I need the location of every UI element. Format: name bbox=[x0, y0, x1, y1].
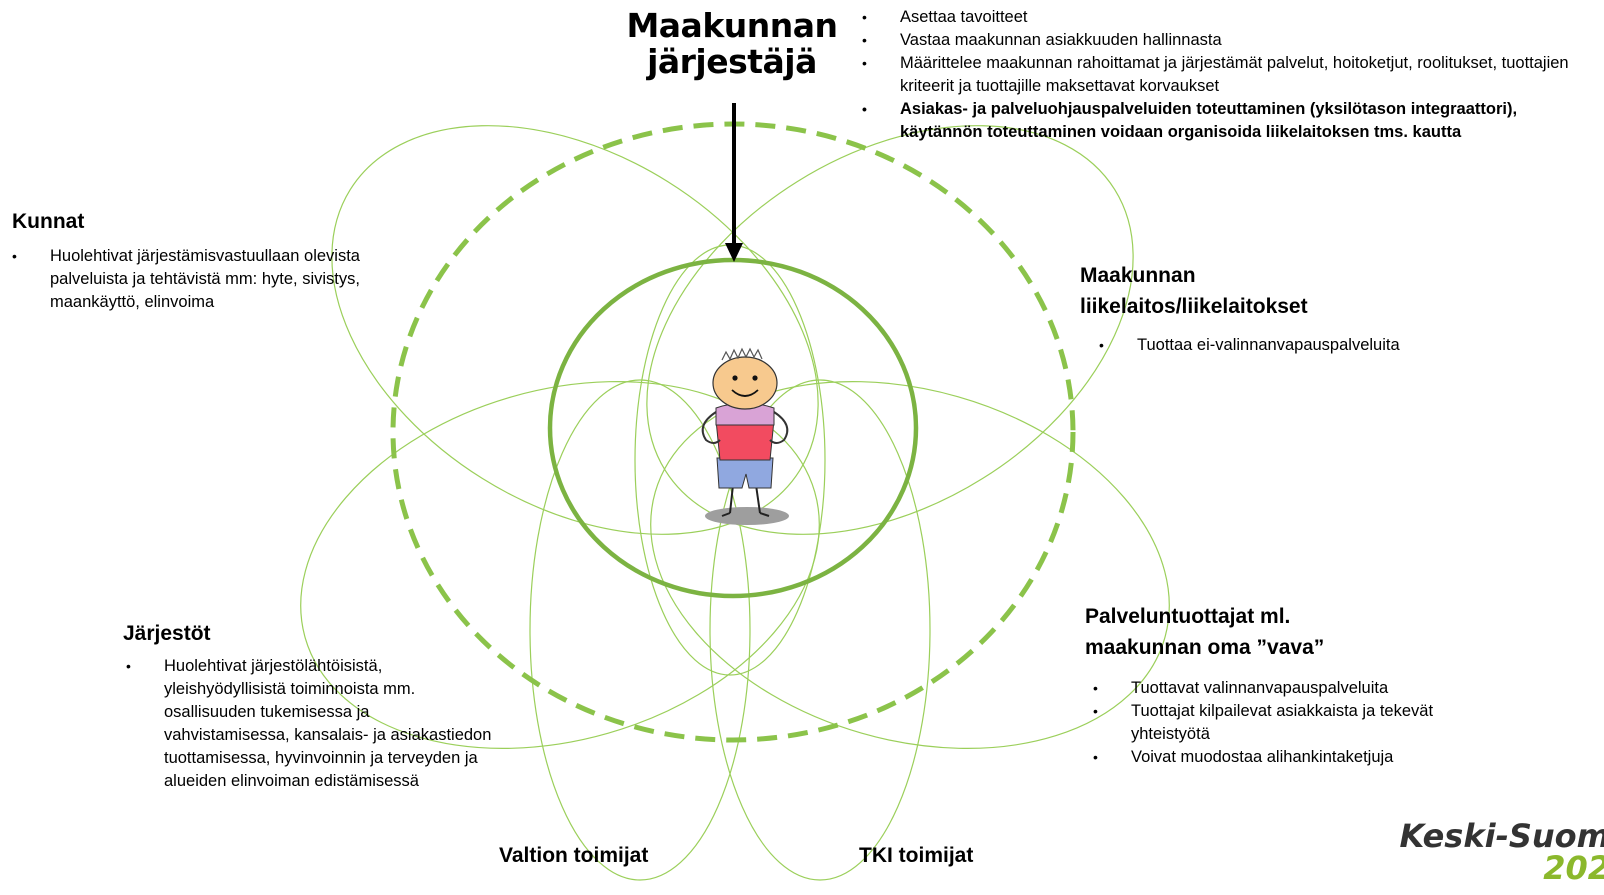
palveluntuottajat-bullet: Tuottajat kilpailevat asiakkaista ja tek… bbox=[1093, 700, 1461, 746]
jarjestot-bullet: Huolehtivat järjestölähtöisistä, yleishy… bbox=[126, 655, 494, 793]
child-figure-icon bbox=[701, 347, 789, 525]
top-bullet: Määrittelee maakunnan rahoittamat ja jär… bbox=[862, 52, 1600, 98]
liikelaitos-bullet: Tuottaa ei-valinnanvapauspalveluita bbox=[1099, 334, 1537, 357]
keski-suomi-logo: Keski-Suom 202 bbox=[1400, 820, 1604, 884]
palveluntuottajat-bullet-list: Tuottavat valinnanvapauspalveluita Tuott… bbox=[1093, 677, 1461, 769]
palveluntuottajat-bullet: Tuottavat valinnanvapauspalveluita bbox=[1093, 677, 1461, 700]
petal-ellipse-liikelaitos bbox=[646, 125, 1134, 535]
petal-ellipse-valtion bbox=[529, 379, 751, 881]
jarjestot-heading: Järjestöt bbox=[123, 622, 211, 645]
palveluntuottajat-heading-line1: Palveluntuottajat ml. bbox=[1085, 605, 1291, 628]
inner-solid-circle bbox=[547, 257, 919, 599]
arrow-down-icon bbox=[725, 103, 743, 262]
center-title-line2: järjestäjä bbox=[647, 42, 817, 81]
jarjestot-bullet-list: Huolehtivat järjestölähtöisistä, yleishy… bbox=[126, 655, 494, 793]
palveluntuottajat-bullet: Voivat muodostaa alihankintaketjuja bbox=[1093, 746, 1461, 769]
center-title-line1: Maakunnan bbox=[626, 6, 838, 45]
palveluntuottajat-heading-line2: maakunnan oma ”vava” bbox=[1085, 636, 1325, 659]
tki-toimijat-label: TKI toimijat bbox=[859, 844, 974, 867]
liikelaitos-heading: Maakunnan liikelaitos/liikelaitokset bbox=[1080, 260, 1308, 322]
palveluntuottajat-heading: Palveluntuottajat ml. maakunnan oma ”vav… bbox=[1085, 601, 1324, 663]
kunnat-bullet-list: Huolehtivat järjestämisvastuullaan olevi… bbox=[12, 245, 375, 314]
center-title: Maakunnan järjestäjä bbox=[618, 8, 846, 80]
top-bullet: Vastaa maakunnan asiakkuuden hallinnasta bbox=[862, 29, 1600, 52]
top-bullet: Asiakas- ja palveluohjauspalveluiden tot… bbox=[862, 98, 1600, 144]
kunnat-bullet: Huolehtivat järjestämisvastuullaan olevi… bbox=[12, 245, 375, 314]
top-bullet: Asettaa tavoitteet bbox=[862, 6, 1600, 29]
liikelaitos-bullet-list: Tuottaa ei-valinnanvapauspalveluita bbox=[1099, 334, 1537, 357]
kunnat-heading: Kunnat bbox=[12, 210, 85, 233]
top-bullet-list: Asettaa tavoitteetVastaa maakunnan asiak… bbox=[862, 6, 1600, 144]
liikelaitos-heading-line2: liikelaitos/liikelaitokset bbox=[1080, 295, 1308, 318]
liikelaitos-heading-line1: Maakunnan bbox=[1080, 264, 1196, 287]
petal-ellipse-tki bbox=[709, 379, 931, 881]
valtion-toimijat-label: Valtion toimijat bbox=[499, 844, 649, 867]
logo-line2: 202 bbox=[1543, 849, 1604, 887]
petal-ellipse-palveluntuottajat bbox=[650, 381, 1170, 749]
logo-line1: Keski-Suom bbox=[1399, 817, 1604, 855]
petal-ellipse-jarjestot bbox=[300, 381, 820, 749]
petal-ellipse-kunnat bbox=[331, 125, 819, 535]
